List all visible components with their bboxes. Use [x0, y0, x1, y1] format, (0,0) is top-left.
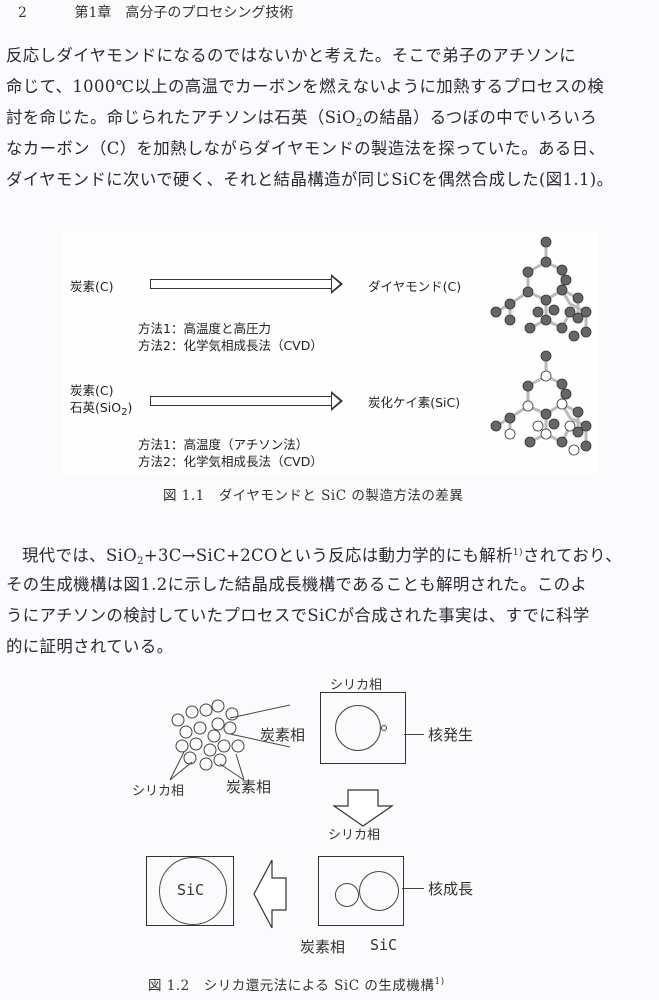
row1-method1: 方法1：高温度と高圧力: [138, 321, 271, 336]
diamond-crystal-structure-icon: [490, 236, 592, 342]
text-line: 反応しダイヤモンドになるのではないかと考えた。そこで弟子のアチソンに: [6, 46, 577, 65]
row1-method2: 方法2：化学気相成長法（CVD）: [138, 338, 323, 353]
figure-1-1-caption: 図 1.1 ダイヤモンドと SiC の製造方法の差異: [163, 488, 464, 504]
text-line: その生成機構は図1.2に示した結晶成長機構であることも解明された。このよ: [6, 575, 588, 594]
process-arrow-icon: [150, 391, 343, 411]
label-carbon-phase-left: 炭素相: [226, 778, 272, 796]
leader-line: [402, 888, 424, 889]
text-line: なカーボン（C）を加熱しながらダイヤモンドの製造法を探っていた。ある日、: [6, 139, 606, 158]
page-number: 2: [18, 5, 27, 21]
carbon-phase-circle: [335, 883, 359, 907]
label-carbon-phase-bottom: 炭素相: [300, 938, 346, 956]
text-line: 現代では、SiO2+3C→SiC+2COという反応は動力学的にも解析1)されてお…: [22, 546, 623, 567]
sic-crystal-structure-icon: [490, 350, 592, 456]
left-arrow-icon: [253, 859, 287, 929]
label-silica-phase-top: シリカ相: [330, 678, 383, 693]
growth-box: [318, 856, 404, 926]
figure-1-2-caption: 図 1.2 シリカ還元法による SiC の生成機構1): [148, 977, 445, 994]
row2-input-line1: 炭素(C): [70, 383, 114, 398]
row1-output-label: ダイヤモンド(C): [368, 279, 462, 294]
leader-line: [404, 734, 424, 735]
process-arrow-icon: [150, 274, 343, 294]
label-sic-bottom: SiC: [370, 936, 398, 954]
running-header: 2 第1章 高分子のプロセシング技術: [18, 2, 293, 22]
label-carbon-phase-mid: 炭素相: [260, 726, 306, 744]
label-nucleation: 核発生: [428, 726, 474, 744]
carbon-phase-circle: [335, 705, 381, 751]
row2-method1: 方法1：高温度（アチソン法）: [138, 437, 309, 452]
sic-growth-circle: [359, 871, 399, 911]
nucleation-box: [320, 692, 406, 764]
figure-1-1: 炭素(C) ダイヤモンド(C) 方法1：高温度と高圧力 方法2：化学気相成長法（…: [62, 232, 598, 474]
text-line: ダイヤモンドに次いで硬く、それと結晶構造が同じSiCを偶然合成した(図1.1)。: [6, 170, 614, 189]
text-line: 命じて、1000℃以上の高温でカーボンを燃えないように加熱するプロセスの検: [6, 77, 605, 96]
row2-output-label: 炭化ケイ素(SiC): [368, 395, 461, 410]
label-nucleus-growth: 核成長: [428, 880, 474, 898]
nucleus-dot: [381, 725, 387, 731]
sic-final-circle: [159, 857, 227, 925]
label-silica-phase-left: シリカ相: [132, 784, 185, 799]
final-sic-box: SiC: [146, 856, 234, 926]
chapter-title: 第1章 高分子のプロセシング技術: [74, 5, 294, 21]
text-line: 的に証明されている。: [6, 637, 174, 656]
row2-method2: 方法2：化学気相成長法（CVD）: [138, 454, 323, 469]
text-line: 討を命じた。命じられたアチソンは石英（SiO2の結晶）るつぼの中でいろいろ: [6, 108, 597, 129]
row1-input-label: 炭素(C): [70, 279, 114, 294]
label-silica-phase-bottom: シリカ相: [328, 828, 381, 843]
paragraph-1: 反応しダイヤモンドになるのではないかと考えた。そこで弟子のアチソンに 命じて、1…: [6, 40, 656, 195]
text-line: うにアチソンの検討していたプロセスでSiCが合成された事実は、すでに科学: [6, 606, 590, 625]
label-sic-big: SiC: [177, 881, 205, 899]
row2-input-line2: 石英(SiO2): [70, 400, 133, 418]
paragraph-2: 現代では、SiO2+3C→SiC+2COという反応は動力学的にも解析1)されてお…: [6, 538, 656, 662]
down-arrow-icon: [332, 789, 394, 827]
particle-cluster-icon: [169, 699, 290, 781]
figure-1-2: シリカ相 炭素相 核発生 シリカ相 炭素相 シリカ相 核成長 炭素相 SiC S…: [130, 678, 500, 970]
